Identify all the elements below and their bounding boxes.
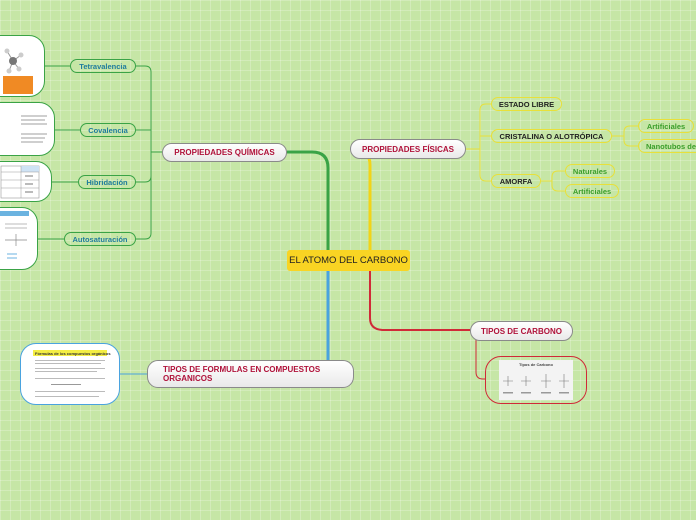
branch-tipos-de-formulas[interactable]: TIPOS DE FORMULAS EN COMPUESTOS ORGANICO… [147, 360, 354, 388]
node-amorfa-naturales[interactable]: Naturales [565, 164, 615, 178]
image-tetravalencia[interactable] [0, 35, 45, 97]
node-amorfa-artificiales[interactable]: Artificiales [565, 184, 619, 198]
hybridization-table-icon [0, 165, 40, 199]
branch-tipos-de-carbono[interactable]: TIPOS DE CARBONO [470, 321, 573, 341]
formulas-thumbnail: Fórmulas de los compuestos orgánicos [31, 348, 111, 402]
node-autosaturacion[interactable]: Autosaturación [64, 232, 136, 246]
node-covalencia[interactable]: Covalencia [80, 123, 136, 137]
orange-text-block [3, 76, 33, 94]
branch-propiedades-quimicas[interactable]: PROPIEDADES QUÍMICAS [162, 143, 287, 162]
formulas-header-highlight [33, 350, 107, 356]
tipos-carbono-image-title: Tipos de Carbono [519, 362, 553, 367]
tetrahedral-molecule-icon [4, 48, 24, 74]
image-tipos-de-formulas[interactable]: Fórmulas de los compuestos orgánicos [20, 343, 120, 405]
branch-propiedades-fisicas[interactable]: PROPIEDADES FÍSICAS [350, 139, 466, 159]
node-hibridacion[interactable]: Hibridación [78, 175, 136, 189]
carbon-chain-icon [0, 211, 29, 259]
node-nanotubos[interactable]: Nanotubos de [638, 139, 696, 153]
image-autosaturacion[interactable] [0, 207, 38, 270]
image-hibridacion[interactable] [0, 161, 52, 202]
carbon-types-icon [503, 374, 569, 394]
image-tipos-de-carbono[interactable]: Tipos de Carbono [485, 356, 587, 404]
node-cristalina-artificiales[interactable]: Artificiales [638, 119, 694, 133]
root-node[interactable]: EL ATOMO DEL CARBONO [287, 250, 410, 271]
image-covalencia[interactable] [0, 102, 55, 156]
node-tetravalencia[interactable]: Tetravalencia [70, 59, 136, 73]
formulas-image-title: Fórmulas de los compuestos orgánicos [35, 351, 111, 356]
node-cristalina-alotropica[interactable]: CRISTALINA O ALOTRÓPICA [491, 129, 612, 143]
node-estado-libre[interactable]: ESTADO LIBRE [491, 97, 562, 111]
tipos-carbono-thumbnail: Tipos de Carbono [499, 360, 573, 400]
node-amorfa[interactable]: AMORFA [491, 174, 541, 188]
